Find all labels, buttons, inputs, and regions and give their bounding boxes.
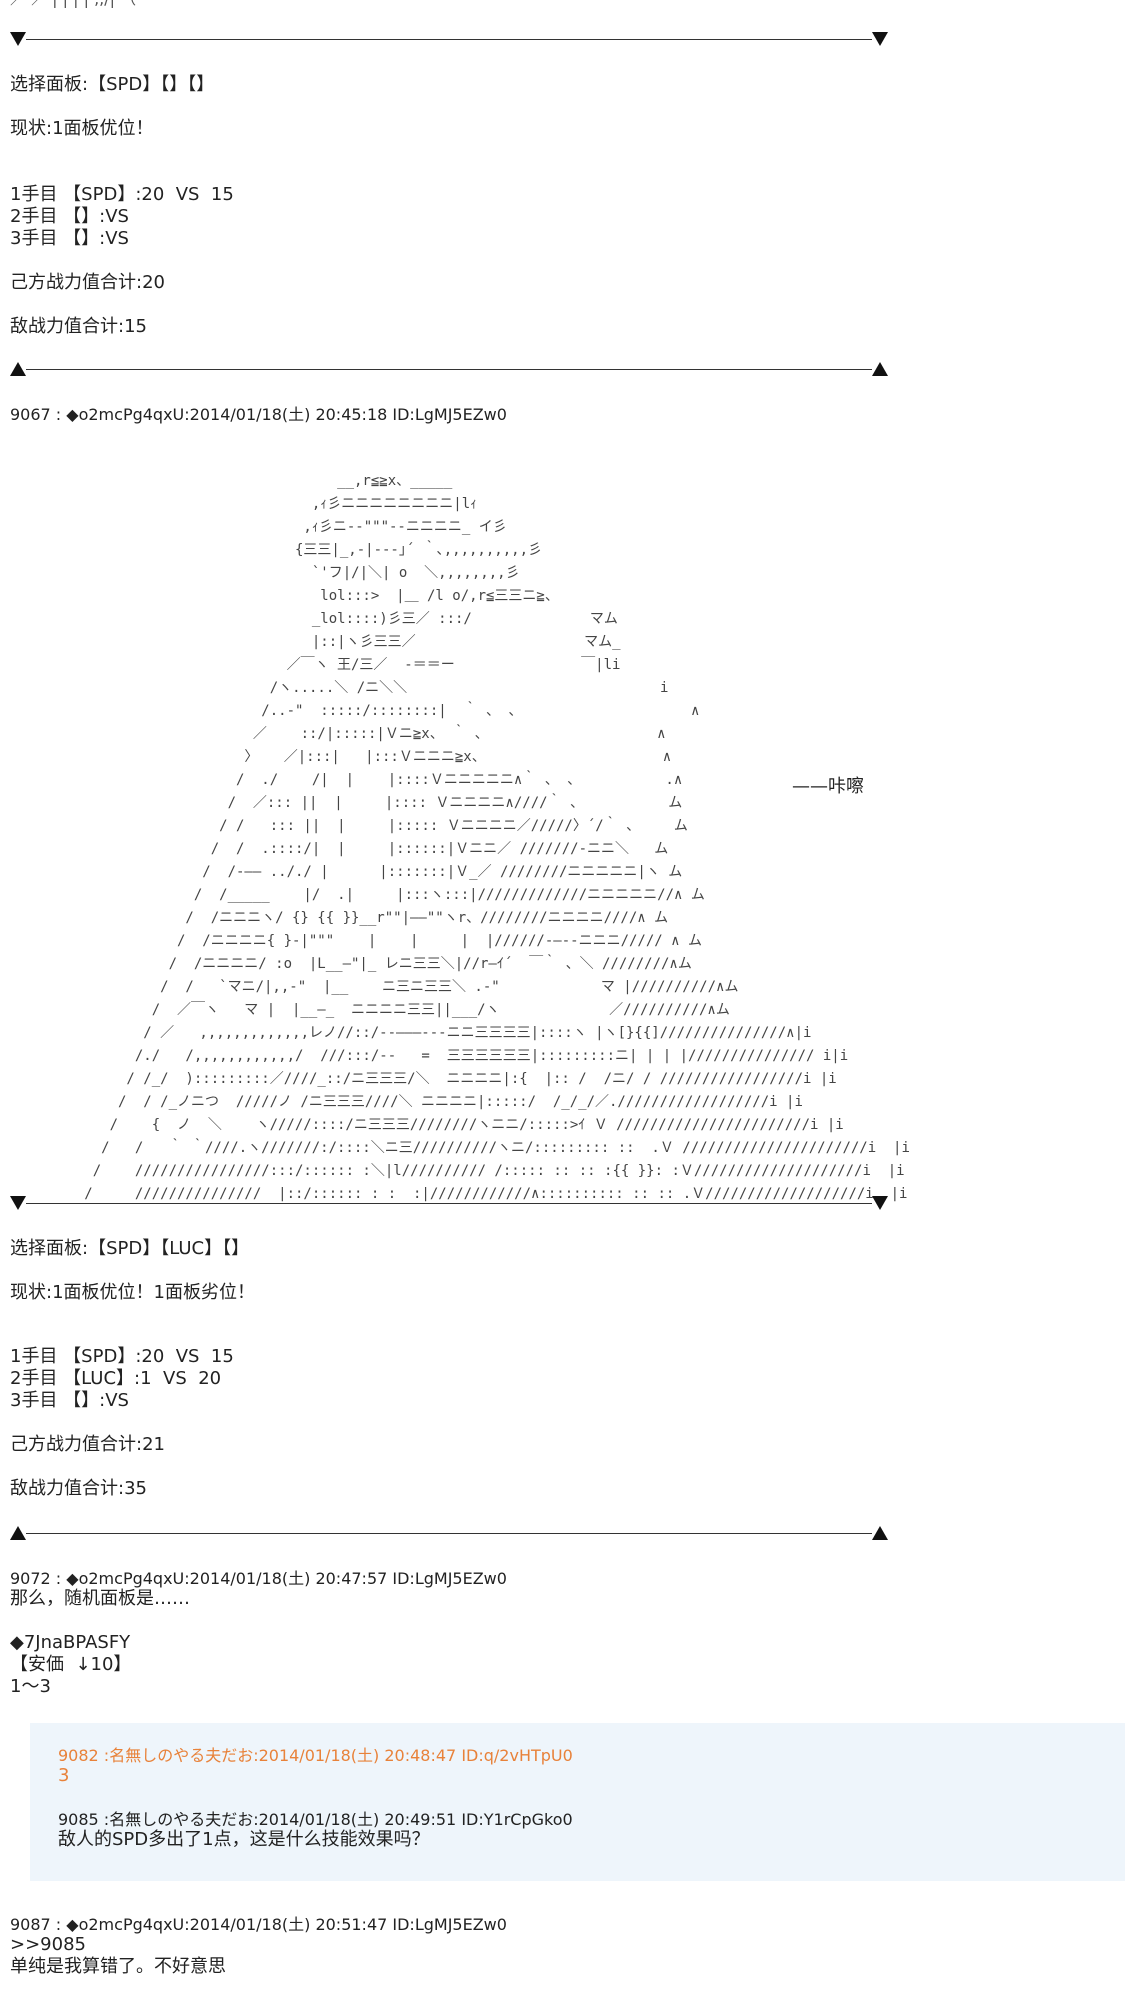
post-header: 9072 : ◆o2mcPg4qxU:2014/01/18(土) 20:47:5… [10, 1569, 507, 1588]
ascii-art-line: /ヽ.....＼ /ニ＼＼ i [0, 680, 669, 696]
ascii-art-line: ,ｨ彡ニ-‐"""‐-ニニニニ_ イ彡 [0, 519, 507, 535]
select-panel-line: 选择面板:【SPD】【LUC】【】 [10, 1238, 250, 1259]
triangle-up-icon [10, 1526, 26, 1540]
enemy-total: 敌战力值合计:15 [10, 316, 147, 337]
ascii-art-line: / ////////////////:::/:::::: :＼|l///////… [0, 1163, 905, 1179]
divider-up [10, 1524, 888, 1544]
divider-down [10, 30, 888, 50]
status-line: 现状:1面板优位！1面板劣位！ [10, 1282, 255, 1303]
ascii-art-line: / /_____ |/ .| |:::ヽ:::|/////////////ニニニ… [0, 887, 705, 903]
ascii-art: __,r≦≧x、_____ ,ｨ彡ニニニニニニニニ|lｨ ,ｨ彡ニ-‐"""‐-… [0, 470, 910, 1202]
ascii-art-line: / { ノ ＼ ヽ/////::::/ニ三三三////////ヽニニ/:::::… [0, 1117, 844, 1133]
ascii-art-line: / ./ /| | |::::Ｖニニニニニ∧｀ 、 、 .∧ [0, 772, 683, 788]
ascii-art-line: ／￣ヽ 王/三／ -＝＝ー ￣|li [0, 657, 621, 673]
triangle-down-icon [10, 32, 26, 46]
reply-link[interactable]: >>9085 [10, 1934, 86, 1955]
move-line: 1手目 【SPD】:20 VS 15 [10, 1346, 234, 1367]
ascii-art-line: {三三|_,-|-‐-｣´ ｀､,,,,,,,,,,彡 [0, 542, 543, 558]
ascii-art-line: / / `マニ/|,,-" |__ ニ三ニ三三＼ .-" マ |////////… [0, 979, 739, 995]
divider-up [10, 360, 888, 380]
ascii-art-line: |::|ヽ彡三三／ マム_ [0, 634, 621, 650]
top-fragment: ／ ／ | | | | ,,/| （ [10, 0, 136, 10]
anka-line: 【安価 ↓10】 [10, 1654, 132, 1675]
post-header: 9067 : ◆o2mcPg4qxU:2014/01/18(土) 20:45:1… [10, 405, 507, 424]
trip-code: ◆7JnaBPASFY [10, 1632, 131, 1653]
ascii-art-line: 〉 ／|:::| |:::Ｖニニニ≧x、 ∧ [0, 749, 672, 765]
quoted-replies: 9082 :名無しのやる夫だお:2014/01/18(土) 20:48:47 I… [30, 1723, 1125, 1881]
triangle-up-icon [872, 1526, 888, 1540]
triangle-down-icon [872, 32, 888, 46]
ascii-art-line: ／ ::/|:::::|Ｖニ≧x、 ｀ 、 ∧ [0, 726, 666, 742]
move-line: 1手目 【SPD】:20 VS 15 [10, 184, 234, 205]
ascii-art-line: /..-" :::::/::::::::| ｀ 、 、 ∧ [0, 703, 700, 719]
ascii-art-line: / ／::: || | |:::: Ｖニニニニ∧////｀ 、 ム [0, 795, 683, 811]
triangle-up-icon [10, 362, 26, 376]
ascii-art-line: / /ニニニニ/ :o |L__―"|_ レニ三三＼|//r―ｲ´ ￣｀ 、＼ … [0, 956, 692, 972]
range-line: 1～3 [10, 1676, 51, 1697]
ascii-art-line: ,ｨ彡ニニニニニニニニ|lｨ [0, 496, 478, 512]
ascii-art-line: __,r≦≧x、_____ [0, 473, 453, 489]
move-line: 2手目 【LUC】:1 VS 20 [10, 1368, 222, 1389]
ascii-art-line: / /////////////// |::/:::::: : : :|/////… [0, 1186, 908, 1202]
own-total: 己方战力值合计:20 [10, 272, 165, 293]
ascii-art-line: lol:::> |＿ /l o/,r≦三三ニ≧、 [0, 588, 559, 604]
ascii-art-line: / / .::::/| | |::::::|Ｖニニ／ ///////‐ニニ＼ ム [0, 841, 669, 857]
triangle-up-icon [872, 362, 888, 376]
quote-body: 3 [58, 1765, 70, 1786]
ascii-art-line: / / /_ノニつ /////ノ /ニ三三三////＼ ニニニニ|:::::/ … [0, 1094, 803, 1110]
ascii-art-line: / /‐―― .././ | |:::::::|Ｖ_／ ////////ニニニニ… [0, 864, 683, 880]
divider-down [10, 1194, 888, 1214]
post-body-line: 那么，随机面板是…… [10, 1588, 190, 1609]
triangle-down-icon [872, 1196, 888, 1210]
ascii-art-line: / / ｀ ｀////.ヽ///////:/::::＼ニ三//////////ヽ… [0, 1140, 910, 1156]
own-total: 己方战力值合计:21 [10, 1434, 165, 1455]
status-line: 现状:1面板优位！ [10, 118, 154, 139]
ascii-art-line: / ／ ,,,,,,,,,,,,,レノ//::/-‐―――‐‐‐ニニ三三三三|:… [0, 1025, 812, 1041]
ascii-art-line: / /_/ ):::::::::／////_::/ニ三三三/＼ ニニニニ|:{ … [0, 1071, 837, 1087]
ascii-art-line: _lol::::)彡三／ :::/ マム [0, 611, 618, 627]
ascii-art-line: / /ニニニヽ/ {} {{ }}__r""|――""ヽr、////////ニニ… [0, 910, 669, 926]
quote-body: 敌人的SPD多出了1点，这是什么技能效果吗？ [58, 1829, 430, 1850]
triangle-down-icon [10, 1196, 26, 1210]
post-body-line: 单纯是我算错了。不好意思 [10, 1956, 226, 1977]
ascii-art-line: /./ /,,,,,,,,,,,,/ ///:::/-‐ = 三三三三三三|::… [0, 1048, 849, 1064]
post-header: 9087 : ◆o2mcPg4qxU:2014/01/18(土) 20:51:4… [10, 1915, 507, 1934]
ascii-art-line: `'フ|/|＼| o ＼,,,,,,,,彡 [0, 565, 520, 581]
move-line: 2手目 【】:VS [10, 206, 129, 227]
select-panel-line: 选择面板:【SPD】【】【】 [10, 74, 215, 95]
sound-effect-text: ——咔嚓 [792, 776, 864, 797]
enemy-total: 敌战力值合计:35 [10, 1478, 147, 1499]
quote-header: 9082 :名無しのやる夫だお:2014/01/18(土) 20:48:47 I… [58, 1746, 573, 1765]
quote-header: 9085 :名無しのやる夫だお:2014/01/18(土) 20:49:51 I… [58, 1810, 573, 1829]
ascii-art-line: / ／￣ヽ マ | |__―_ ニニニニ三三||___/ヽ ／/////////… [0, 1002, 730, 1018]
ascii-art-line: / /ニニニニ{ }‐|""" | | | |//////‐―‐‐ニニニ////… [0, 933, 703, 949]
move-line: 3手目 【】:VS [10, 1390, 129, 1411]
move-line: 3手目 【】:VS [10, 228, 129, 249]
ascii-art-line: / / ::: || | |::::: Ｖニニニニ／/////〉´/｀ 、 ム [0, 818, 688, 834]
